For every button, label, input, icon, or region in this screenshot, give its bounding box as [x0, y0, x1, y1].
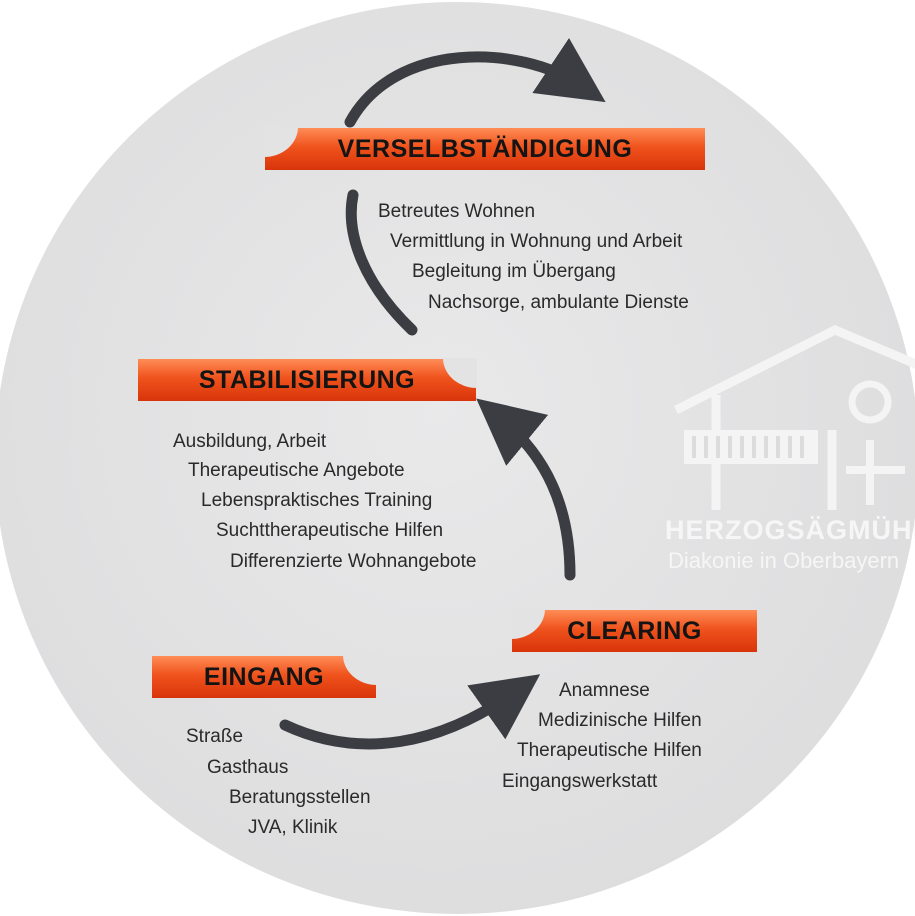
arrow-eingang-clearing — [279, 674, 541, 750]
list-item: Vermittlung in Wohnung und Arbeit — [390, 231, 683, 252]
stage-title-eingang: EINGANG — [203, 662, 325, 691]
list-item: Nachsorge, ambulante Dienste — [428, 292, 689, 313]
arrow-clearing-stabilisierung — [476, 398, 576, 581]
stage-banner-eingang: EINGANG — [152, 655, 377, 698]
list-item: Therapeutische Hilfen — [517, 740, 702, 761]
stage-banner-stabilisierung: STABILISIERUNG — [138, 358, 477, 401]
list-item: Straße — [186, 726, 244, 747]
logo-house-icon — [673, 325, 915, 510]
list-item: Lebenspraktisches Training — [201, 490, 433, 511]
list-item: Therapeutische Angebote — [188, 460, 405, 481]
list-item: Ausbildung, Arbeit — [173, 431, 327, 452]
arrow-top-loop — [344, 38, 606, 128]
list-item: Begleitung im Übergang — [412, 261, 616, 282]
list-item: Anamnese — [559, 680, 650, 701]
list-item: Eingangswerkstatt — [502, 771, 658, 792]
list-item: Gasthaus — [207, 757, 289, 778]
list-item: Beratungsstellen — [229, 787, 371, 808]
list-item: Betreutes Wohnen — [378, 201, 536, 222]
stage-title-clearing: CLEARING — [567, 616, 702, 645]
list-item: Medizinische Hilfen — [538, 710, 702, 731]
stage-title-verselbstaendigung: VERSELBSTÄNDIGUNG — [337, 134, 633, 163]
list-item: Suchttherapeutische Hilfen — [216, 520, 444, 541]
list-item: Differenzierte Wohnangebote — [230, 551, 477, 572]
logo-subtitle: Diakonie in Oberbayern — [668, 548, 900, 573]
stage-banner-verselbstaendigung: VERSELBSTÄNDIGUNG — [264, 127, 705, 170]
arrow-stabilisierung-verselbstaendigung — [345, 189, 418, 336]
stage-title-stabilisierung: STABILISIERUNG — [198, 365, 416, 394]
stage-banner-clearing: CLEARING — [511, 609, 757, 652]
list-item: JVA, Klinik — [248, 817, 338, 838]
logo-name: HERZOGSÄGMÜHLE — [665, 515, 915, 545]
